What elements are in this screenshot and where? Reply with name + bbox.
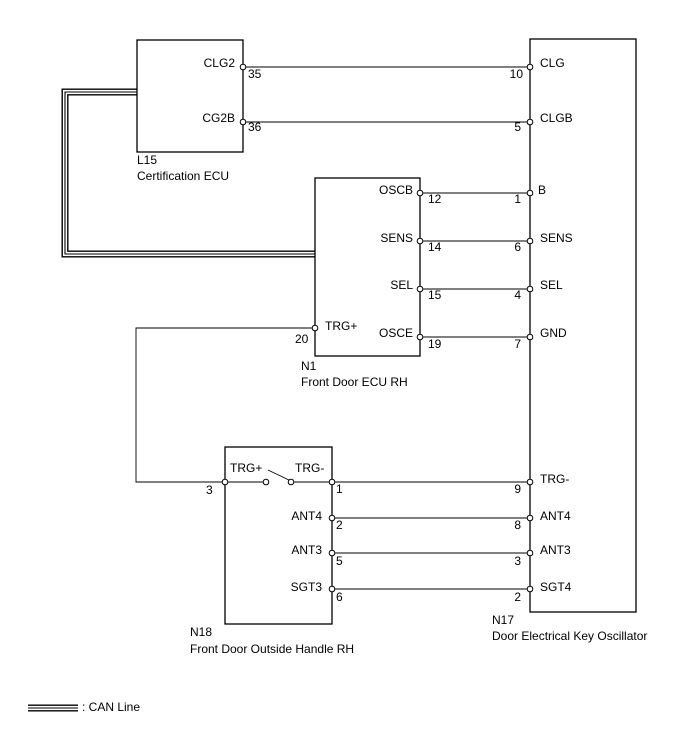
l15-pin-cg2b-num: 36 [248,120,262,134]
n1-pin-sens-num: 14 [428,240,442,254]
n1-pin-trg-name: TRG+ [325,319,357,333]
n1-pin-sel-num: 15 [428,288,442,302]
legend-can-line-label: : CAN Line [82,700,140,714]
n17-pin-trgm-name: TRG- [540,472,569,486]
wires [135,66,530,590]
n1-pin-sel-name: SEL [390,278,413,292]
n18-pin-ant3-num: 5 [336,554,343,568]
n18-name: Front Door Outside Handle RH [190,642,354,656]
n18-pin-ant3-name: ANT3 [291,543,322,557]
n18-pin-sgt3-name: SGT3 [291,580,323,594]
n18-pin-trgp-name: TRG+ [230,461,262,475]
n17-pin-clg-name: CLG [540,56,565,70]
n17-name: Door Electrical Key Oscillator [492,629,647,643]
n17-pin-gnd-name: GND [540,326,567,340]
n17-pin-clg-num: 10 [510,67,524,81]
n18-pin-3-num: 3 [206,483,213,497]
l15-name: Certification ECU [137,169,229,183]
n18-pin-ant4-name: ANT4 [291,509,322,523]
n17-pin-sgt4-name: SGT4 [540,580,572,594]
n18-pin-1-num: 1 [336,482,343,496]
pin-terminals [221,63,534,593]
n1-pin-osce-num: 19 [428,337,442,351]
l15-code: L15 [137,153,157,167]
n18-code: N18 [190,625,212,639]
n17-pin-ant4-num: 8 [514,518,521,532]
n1-pin-sens-name: SENS [380,231,413,245]
n17-pin-b-num: 1 [514,192,521,206]
switch-blade [267,469,292,482]
n17-pin-ant3-num: 3 [514,554,521,568]
n17-pin-sgt4-num: 2 [514,590,521,604]
n18-pin-ant4-num: 2 [336,518,343,532]
l15-pin-cg2b-name: CG2B [202,111,235,125]
n17-pin-sel-num: 4 [514,288,521,302]
legend: : CAN Line [28,700,140,714]
n17-pin-gnd-num: 7 [514,337,521,351]
n1-pin-osce-name: OSCE [379,326,413,340]
n17-pin-sens-name: SENS [540,231,573,245]
n17-code: N17 [492,613,514,627]
n18-box [224,446,333,625]
n1-box [314,177,421,357]
n1-name: Front Door ECU RH [301,375,408,389]
n18-pin-sgt3-num: 6 [336,590,343,604]
n1-pin-oscb-name: OSCB [379,183,413,197]
n17-pin-ant3-name: ANT3 [540,543,571,557]
can-line [61,88,315,258]
n17-pin-b-name: B [538,183,546,197]
n1-code: N1 [301,359,317,373]
n17-pin-trgm-num: 9 [514,482,521,496]
l15-pin-clg2-name: CLG2 [204,56,236,70]
n17-box [529,38,637,613]
l15-box [136,39,244,153]
n17-pin-clgb-num: 5 [514,120,521,134]
n17-pin-sens-num: 6 [514,240,521,254]
n17-pin-clgb-name: CLGB [540,111,573,125]
n17-pin-ant4-name: ANT4 [540,509,571,523]
switch-contact-right [287,478,295,486]
n1-pin-trg-num: 20 [295,332,309,346]
switch-contact-left [262,478,270,486]
n18-pin-trgm-name: TRG- [295,461,324,475]
l15-pin-clg2-num: 35 [248,67,262,81]
n1-pin-oscb-num: 12 [428,192,442,206]
n17-pin-sel-name: SEL [540,278,563,292]
